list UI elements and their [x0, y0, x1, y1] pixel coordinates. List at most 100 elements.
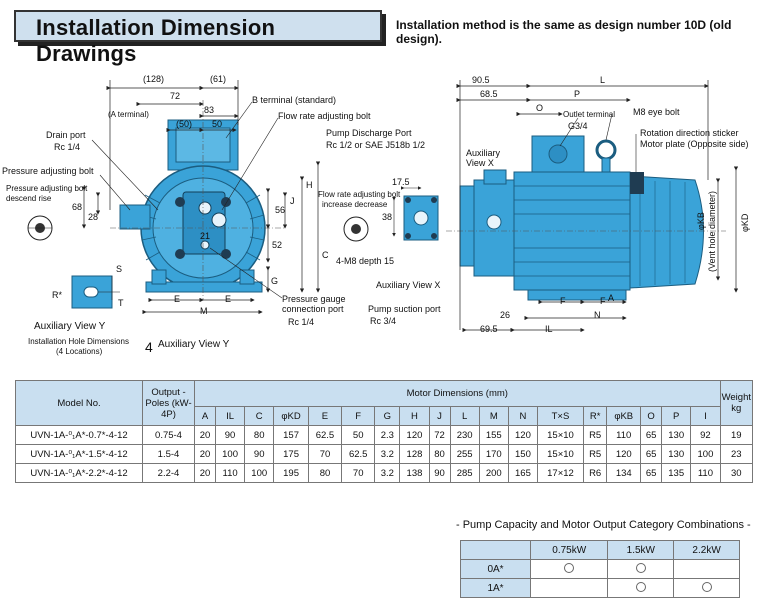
dim-38-label: 38 [382, 212, 393, 222]
pressure-gauge-port-label: connection port [282, 304, 344, 314]
dimension-cell: 50 [341, 425, 376, 445]
design-note: Installation method is the same as desig… [396, 18, 732, 46]
aux-view-x-label2: View X [466, 158, 494, 168]
dim-n-label: N [594, 310, 601, 320]
dimension-cell: 175 [273, 444, 309, 464]
dimension-cell: 200 [478, 463, 509, 483]
comb-cell [529, 578, 609, 598]
available-circle-icon [564, 562, 575, 573]
title-banner: Installation Dimension Drawings [14, 10, 382, 66]
aux-view-y-drawing [71, 275, 120, 309]
view-arrow-4: 4 [145, 339, 153, 355]
dimension-cell: R5 [582, 425, 608, 445]
dimension-cell: 80 [428, 444, 451, 464]
sub-header: IL [214, 406, 246, 426]
dim-m-label: M [200, 306, 208, 316]
dimension-cell: 20 [194, 425, 216, 445]
sub-header: R* [582, 406, 608, 426]
dimension-cell: 65 [640, 463, 663, 483]
dimension-cell: 20 [194, 444, 216, 464]
col-header-output: Output - Poles (kW-4P) [142, 380, 195, 426]
dimension-cell: 255 [449, 444, 480, 464]
dim-68-5-label: 68.5 [480, 89, 498, 99]
dim-h-label: H [306, 180, 313, 190]
dimension-cell: 62.5 [307, 425, 343, 445]
sub-header: φKD [273, 406, 309, 426]
dimension-cell: 120 [606, 444, 642, 464]
dim-e2-label: E [225, 294, 232, 304]
dim-52-label: 52 [272, 240, 283, 250]
dim-21-label: 21 [200, 231, 211, 241]
motor-plate-label: Motor plate (Opposite side) [640, 139, 749, 149]
dim-r-label: R* [52, 290, 63, 300]
aux-view-y-arrow-label: Auxiliary View Y [158, 339, 230, 350]
dimension-drawings [27, 80, 739, 333]
dimension-cell: 230 [449, 425, 480, 445]
vent-hole-label: (Vent hole diameter) [707, 190, 717, 272]
dimension-cell: 155 [478, 425, 509, 445]
increase-decrease-label: increase decrease [322, 200, 388, 209]
comb-row-label: 0A* [460, 559, 531, 579]
sub-header: C [244, 406, 275, 426]
dim-f1-label: F [560, 296, 566, 306]
dim-83-label: 83 [204, 105, 215, 115]
sub-header: φKB [606, 406, 642, 426]
available-circle-icon [635, 562, 646, 573]
dimension-cell: 65 [640, 425, 663, 445]
sub-header: F [341, 406, 376, 426]
dimension-cell: R5 [582, 444, 608, 464]
dimension-cell: 195 [273, 463, 309, 483]
dim-128-label: (128) [143, 74, 165, 84]
pressure-adjust-small-label: Pressure adjusting bolt [6, 184, 88, 193]
col-header-motor-dimensions: Motor Dimensions (mm) [194, 380, 721, 407]
aux-view-x-label: Auxiliary [466, 148, 501, 158]
comb-cell [673, 559, 740, 579]
dimension-cell: 150 [507, 444, 539, 464]
drain-port-label: Drain port [46, 130, 86, 140]
sub-header: I [690, 406, 721, 426]
comb-col-header: 2.2kW [673, 540, 740, 560]
dimension-cell: R6 [582, 463, 608, 483]
dim-j-label: J [290, 196, 295, 206]
combination-caption: - Pump Capacity and Motor Output Categor… [456, 519, 751, 531]
dimension-cell: 285 [449, 463, 480, 483]
dim-28-label: 28 [88, 212, 99, 222]
comb-cell [673, 578, 740, 598]
dimension-cell: 135 [661, 463, 692, 483]
dimension-cell: 90 [428, 463, 451, 483]
table-row: 1A* [460, 578, 740, 598]
model-cell: UVN-1A-⁰₁A*-2.2*-4-12 [15, 463, 143, 483]
weight-cell: 23 [719, 444, 754, 464]
dimension-cell: 128 [399, 444, 430, 464]
dimension-cell: 80 [307, 463, 343, 483]
front-view-drawing [81, 80, 321, 315]
dim-50b-label: 50 [212, 119, 223, 129]
dim-17-5-label: 17.5 [392, 177, 410, 187]
motor-dimensions-table: Model No. Output - Poles (kW-4P) Motor D… [15, 380, 754, 483]
col-header-model: Model No. [15, 380, 143, 426]
dim-p-label: P [574, 89, 581, 99]
sub-header: E [307, 406, 343, 426]
dimension-cell: 65 [640, 444, 663, 464]
comb-cell [607, 559, 675, 579]
dimension-cell: 20 [194, 463, 216, 483]
g34-label: G3/4 [568, 121, 588, 131]
dim-72-label: 72 [170, 91, 181, 101]
dimension-cell: 72 [428, 425, 451, 445]
four-locations-label: (4 Locations) [56, 347, 103, 356]
output-cell: 0.75-4 [142, 425, 195, 445]
dim-c-label: C [322, 250, 329, 260]
dimension-cell: 15×10 [537, 425, 584, 445]
comb-cell [529, 559, 609, 579]
model-cell: UVN-1A-⁰₁A*-1.5*-4-12 [15, 444, 143, 464]
flow-rate-small-label: Flow rate adjusting bolt [318, 190, 401, 199]
comb-cell [607, 578, 675, 598]
dimension-cell: 100 [690, 444, 721, 464]
dimension-cell: 130 [661, 444, 692, 464]
dimension-cell: 2.3 [374, 425, 401, 445]
dim-69-5-label: 69.5 [480, 324, 498, 334]
dimension-cell: 3.2 [374, 463, 401, 483]
